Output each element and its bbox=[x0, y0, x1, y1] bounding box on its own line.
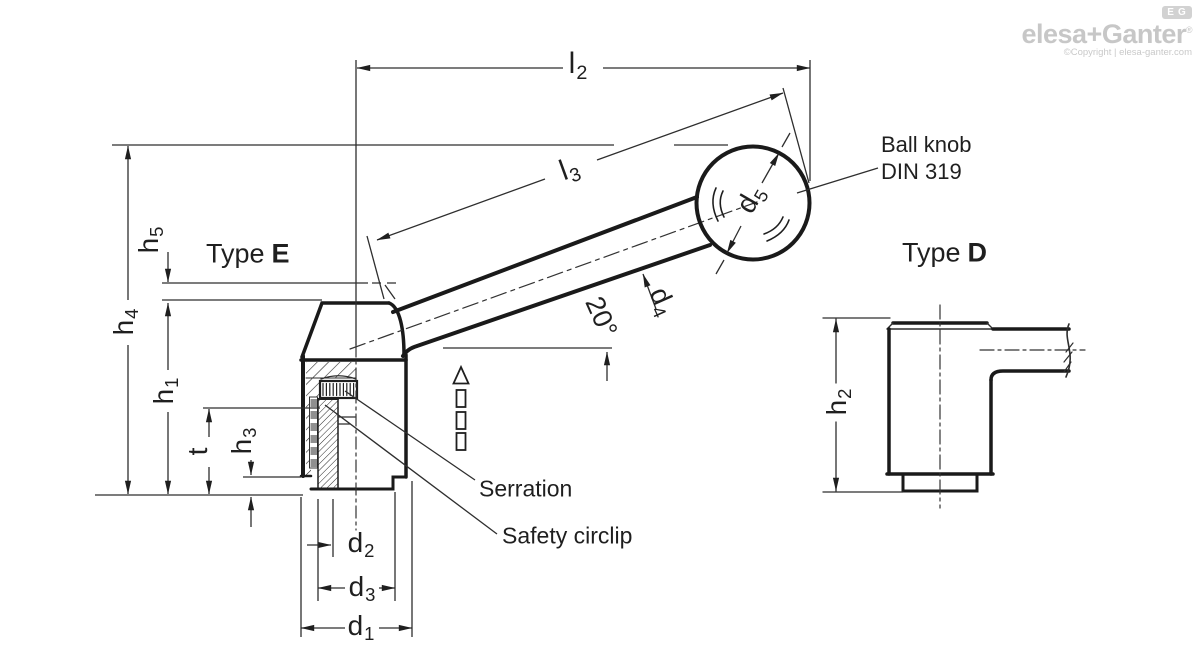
logo-elesa: elesa bbox=[1021, 19, 1087, 49]
dim-l3 bbox=[366, 87, 810, 300]
ball-knob-note-line1: Ball knob bbox=[881, 132, 972, 157]
dim-d3 bbox=[317, 492, 396, 601]
dim-l2 bbox=[355, 60, 811, 345]
dim-label-h2: h2 bbox=[821, 388, 856, 416]
logo-wordmark: elesa+Ganter® bbox=[1021, 20, 1192, 48]
dim-d5 bbox=[715, 132, 791, 275]
dimension-annotations bbox=[95, 60, 879, 637]
arm-centerline bbox=[349, 201, 758, 350]
dim-h5 bbox=[162, 252, 396, 301]
logo-copyright: ©Copyright | elesa-ganter.com bbox=[1063, 47, 1192, 59]
ball-knob-outline bbox=[694, 144, 812, 262]
logo-plus: + bbox=[1086, 19, 1103, 49]
type-d-drawing bbox=[822, 304, 1086, 509]
dim-d4 bbox=[642, 273, 657, 310]
dim-label-d1: d1 bbox=[347, 610, 375, 645]
hub-top-edge bbox=[300, 301, 391, 359]
dim-label-h5: h5 bbox=[133, 226, 168, 254]
leader-serration bbox=[344, 390, 476, 481]
dim-label-h1: h1 bbox=[148, 377, 183, 405]
leader-safety-circlip bbox=[324, 404, 498, 535]
dim-label-d3: d3 bbox=[348, 571, 376, 606]
dim-d2 bbox=[307, 499, 334, 557]
ball-knob-note: Ball knob DIN 319 bbox=[881, 131, 972, 185]
safety-circlip-note: Safety circlip bbox=[502, 522, 633, 549]
position-indicator-symbol bbox=[452, 364, 470, 451]
arm-bottom-edge bbox=[401, 243, 712, 358]
screw-section bbox=[317, 398, 339, 490]
dim-label-t: t bbox=[182, 447, 214, 456]
hub-section bbox=[299, 301, 408, 531]
dim-label-h4: h4 bbox=[108, 308, 143, 336]
bushing-bottom-profile bbox=[309, 475, 408, 491]
typed-arm-break bbox=[1065, 323, 1071, 378]
dim-label-h3: h3 bbox=[226, 427, 261, 455]
dim-d1 bbox=[300, 481, 413, 637]
arm-top-edge bbox=[391, 195, 699, 314]
dim-label-d2: d2 bbox=[347, 527, 375, 562]
type-e-lever-drawing bbox=[299, 144, 812, 531]
hub-shoulder-curve bbox=[387, 301, 406, 357]
logo-registered-mark: ® bbox=[1185, 25, 1193, 35]
typed-arm-bottom bbox=[989, 369, 1071, 382]
dim-h3 bbox=[243, 460, 301, 527]
dim-angle bbox=[443, 347, 612, 381]
serration-note: Serration bbox=[479, 475, 573, 502]
dim-label-l2: l2 bbox=[568, 46, 588, 84]
logo-ganter: Ganter bbox=[1101, 19, 1187, 49]
ball-knob-note-line2: DIN 319 bbox=[881, 159, 962, 184]
lever-arm-outline bbox=[349, 195, 758, 358]
hub-wall-hatch-region bbox=[306, 362, 356, 476]
leader-ball-knob bbox=[796, 167, 879, 194]
dim-h2 bbox=[822, 317, 904, 493]
dim-t bbox=[203, 407, 320, 495]
logo-badge-g: G bbox=[1177, 7, 1187, 18]
serration-band bbox=[318, 375, 359, 400]
logo-badge-e: E bbox=[1167, 7, 1175, 18]
dim-h4 bbox=[112, 144, 728, 495]
